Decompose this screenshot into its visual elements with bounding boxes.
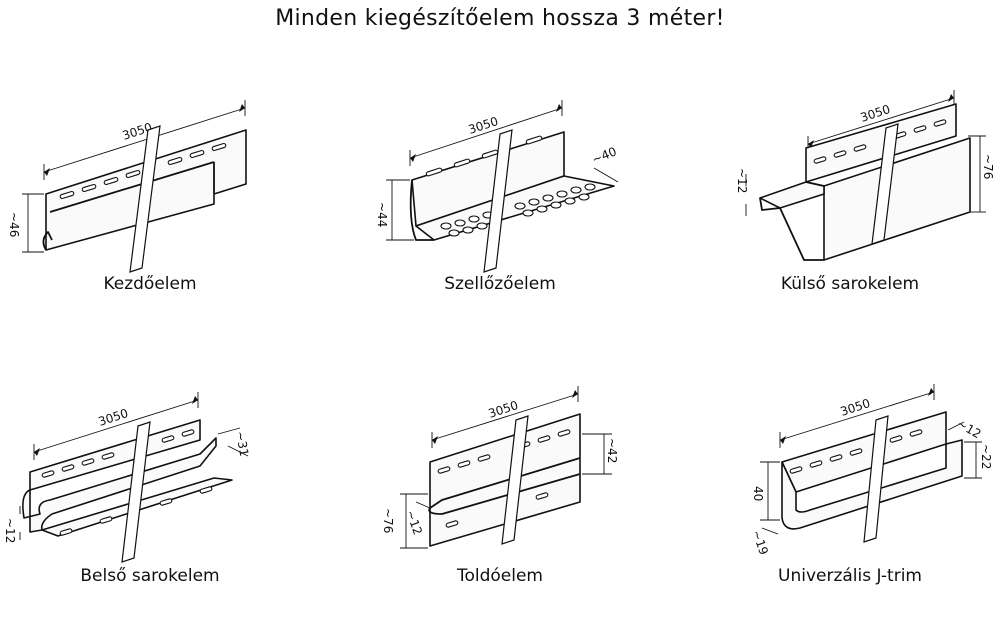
- panel-kezdoelem: 3050 ~46 Kezdőelem: [0, 90, 300, 350]
- caption-j-trim: Univerzális J-trim: [778, 566, 922, 586]
- slot-row: [425, 135, 543, 177]
- length-label: 3050: [97, 406, 130, 429]
- dim-channel: ~22: [979, 444, 993, 469]
- dim-height: ~76: [981, 154, 995, 179]
- slot-row: [437, 429, 571, 528]
- page-title: Minden kiegészítőelem hossza 3 méter!: [275, 6, 725, 31]
- slot-row: [59, 142, 227, 200]
- slot-row: [41, 429, 213, 536]
- slot-row: [813, 119, 947, 164]
- length-label: 3050: [839, 396, 872, 419]
- caption-kulso-sarokelem: Külső sarokelem: [780, 274, 920, 294]
- dim-width: ~42: [605, 438, 619, 463]
- dim-flange: ~12: [735, 168, 749, 193]
- j-trim-drawing: 3050 ~12 ~22 40 ~19: [749, 384, 993, 557]
- caption-toldoelem: Toldóelem: [456, 566, 543, 586]
- panel-belso-sarokelem: 3050 ~31 ~12 Belső sarokelem: [0, 382, 300, 642]
- dim-lip: ~12: [955, 416, 984, 441]
- vent-holes: [440, 183, 596, 237]
- szellozoelem-drawing: 3050: [375, 100, 619, 273]
- dim-height: ~44: [375, 202, 389, 227]
- belso-sarokelem-drawing: 3050 ~31 ~12: [3, 392, 251, 563]
- dim-depth: ~40: [590, 144, 619, 166]
- dim-face: 40: [751, 486, 765, 501]
- panel-j-trim: 3050 ~12 ~22 40 ~19 Univerzális J-trim: [700, 382, 1000, 642]
- dim-depth: ~19: [749, 528, 771, 557]
- caption-belso-sarokelem: Belső sarokelem: [80, 566, 220, 586]
- dim-flange-bottom: ~12: [3, 518, 17, 543]
- panel-kulso-sarokelem: 3050 ~76 ~12 Külső sarokelem: [700, 90, 1000, 350]
- caption-kezdoelem: Kezdőelem: [103, 274, 197, 294]
- dim-height: ~46: [7, 212, 21, 237]
- slot-row: [789, 429, 923, 474]
- caption-szellozoelem: Szellőzőelem: [444, 274, 556, 294]
- toldoelem-drawing: 3050 ~42 ~76 ~12: [381, 386, 619, 549]
- dim-gap: ~12: [403, 508, 425, 537]
- dim-height: ~76: [381, 508, 395, 533]
- kezdoelem-drawing: 3050 ~46: [7, 100, 247, 273]
- length-label: 3050: [859, 102, 892, 125]
- panel-szellozoelem: 3050: [350, 90, 650, 350]
- dim-flange-top: ~31: [233, 430, 251, 457]
- kulso-sarokelem-drawing: 3050 ~76 ~12: [735, 90, 995, 261]
- panel-toldoelem: 3050 ~42 ~76 ~12 Toldóelem: [350, 382, 650, 642]
